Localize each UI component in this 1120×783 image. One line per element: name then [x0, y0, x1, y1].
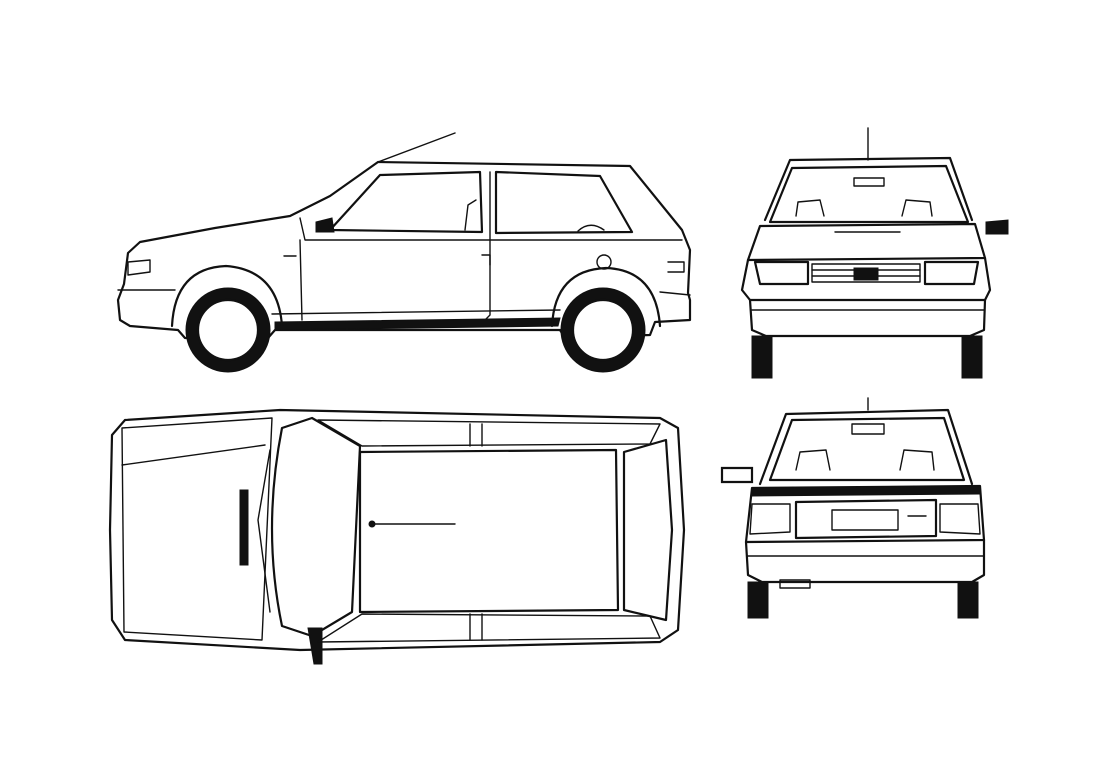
top-window-strip-lower — [317, 613, 661, 643]
front-headrest-left — [795, 199, 825, 217]
top-roof — [358, 448, 620, 614]
front-bumper — [748, 298, 987, 338]
top-bonnet — [121, 417, 273, 641]
rear-plate-recess — [794, 498, 938, 540]
rear-taillight-left — [749, 503, 791, 535]
front-tyre-left — [751, 335, 773, 379]
rear-window — [768, 416, 966, 482]
rear-roof — [758, 408, 974, 486]
top-window-strip-upper — [317, 419, 661, 447]
side-rear-rim — [571, 298, 635, 362]
side-rear-arch — [550, 266, 662, 328]
side-taillight — [667, 261, 685, 273]
front-rearview-mirror — [853, 177, 885, 187]
rear-view — [720, 397, 986, 619]
top-mirror-left — [307, 627, 323, 665]
side-front-arch — [170, 264, 284, 328]
side-headlight — [127, 259, 151, 276]
front-headlight-left — [753, 260, 810, 286]
rear-taillight-right — [939, 503, 981, 535]
rear-tyre-left — [747, 581, 769, 619]
top-wiper — [257, 449, 271, 613]
side-view — [116, 132, 692, 373]
rear-bumper — [744, 538, 986, 584]
top-antenna-base — [368, 520, 376, 528]
side-skirt — [274, 317, 561, 331]
front-headlight-right — [923, 260, 980, 286]
top-b-pillar-upper — [469, 423, 483, 447]
front-tyre-right — [961, 335, 983, 379]
top-view — [108, 408, 686, 665]
front-roof — [763, 156, 974, 222]
side-trim-line — [271, 309, 561, 315]
top-windshield — [270, 416, 362, 638]
top-rear-window — [622, 438, 674, 622]
rear-exhaust — [779, 579, 811, 589]
rear-number-plate — [831, 509, 899, 531]
top-bonnet-emblem — [239, 489, 249, 566]
rear-spoiler — [751, 485, 981, 497]
front-side-mirror — [985, 219, 1009, 235]
side-antenna — [377, 132, 456, 163]
front-badge — [853, 267, 879, 281]
top-bonnet-line — [121, 444, 266, 466]
front-windshield — [768, 164, 970, 224]
top-b-pillar-lower — [469, 613, 483, 641]
front-headrest-right — [901, 199, 933, 217]
rear-tyre-right — [957, 581, 979, 619]
side-seat-front — [464, 199, 477, 231]
front-body — [740, 256, 992, 302]
front-view — [740, 127, 1009, 379]
side-front-rim — [196, 298, 260, 362]
side-body-outline — [116, 160, 692, 340]
side-fuel-cap — [596, 254, 612, 270]
side-door-handle — [481, 254, 491, 266]
rear-headrest-right — [899, 449, 935, 471]
side-seat-rear — [577, 224, 605, 232]
rear-interior-mirror — [851, 423, 885, 435]
side-rear-window — [494, 170, 634, 235]
front-hood — [746, 222, 987, 262]
rear-headrest-left — [795, 449, 831, 471]
side-rear-bumper — [659, 291, 691, 296]
side-front-window — [328, 170, 484, 234]
top-body-outline — [108, 408, 686, 652]
rear-side-mirror — [720, 466, 754, 484]
side-mirror — [315, 217, 335, 233]
side-front-seam — [299, 239, 303, 321]
side-beltline — [299, 217, 683, 241]
